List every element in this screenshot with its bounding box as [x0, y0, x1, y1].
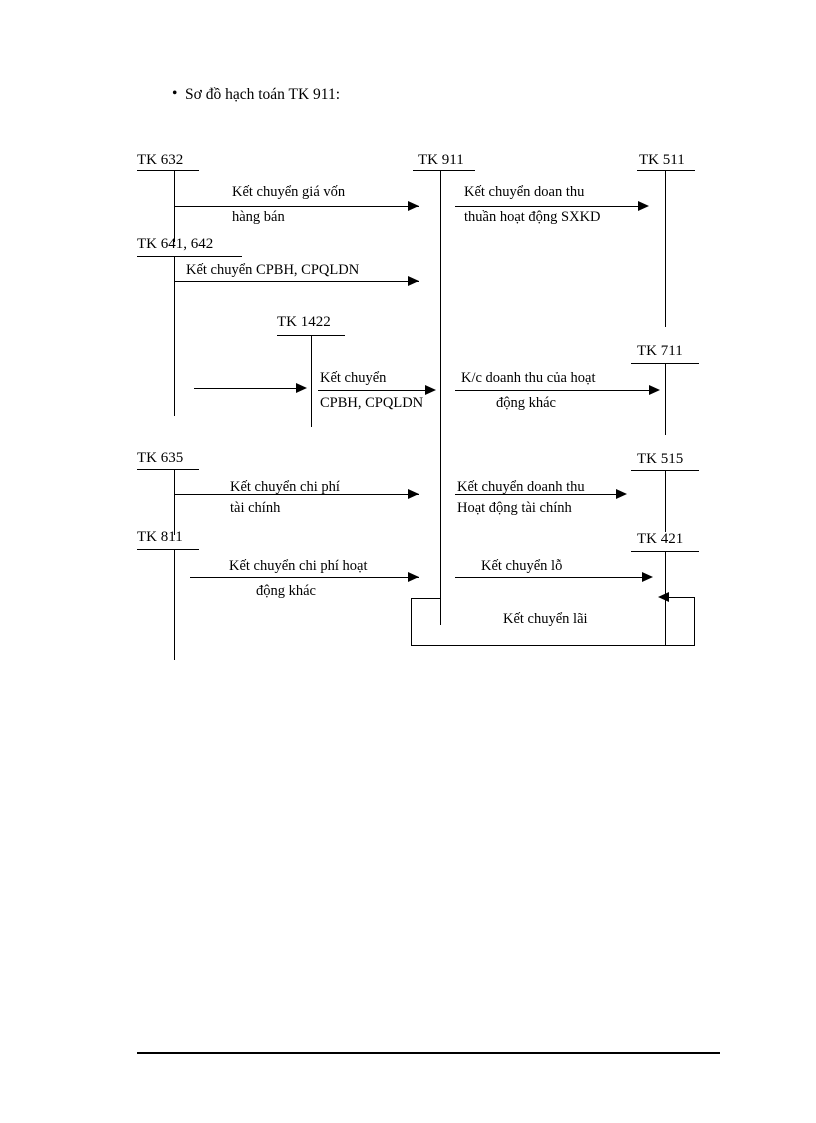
- flow-label-ket-chuyen-lai: Kết chuyển lãi: [503, 611, 588, 627]
- flow-line-kc-1422: [318, 390, 428, 391]
- account-label-tk641-642: TK 641, 642: [137, 236, 214, 252]
- flow-arrowhead-cpbh-cpqldn: [408, 276, 419, 286]
- flow-line-chi-phi-khac: [190, 577, 419, 578]
- account-axis-tk711: [665, 363, 666, 435]
- flow-line-ket-chuyen-lai-bottom: [411, 645, 695, 646]
- account-label-tk911: TK 911: [418, 152, 464, 168]
- account-axis-tk635: [174, 469, 175, 535]
- account-label-tk421: TK 421: [637, 531, 684, 547]
- account-label-tk511: TK 511: [639, 152, 685, 168]
- account-label-tk1422: TK 1422: [277, 314, 331, 330]
- flow-label-chi-phi-khac-line1: Kết chuyển chi phí hoạt: [229, 558, 368, 574]
- flow-line-gia-von: [174, 206, 419, 207]
- flow-line-ket-chuyen-lai-top-right: [668, 597, 695, 598]
- flow-label-kc-dt-khac-line2: động khác: [496, 395, 556, 411]
- flow-line-cpbh-cpqldn: [174, 281, 419, 282]
- flow-label-doanh-thu-sxkd-line1: Kết chuyển doan thu: [464, 184, 585, 200]
- account-axis-tk1422: [311, 335, 312, 427]
- flow-arrowhead-kc-1422: [425, 385, 436, 395]
- flow-line-kc-dt-khac: [455, 390, 655, 391]
- flow-label-doanh-thu-sxkd-line2: thuần hoạt động SXKD: [464, 209, 601, 225]
- flow-line-ket-chuyen-lai-top-left: [411, 598, 441, 599]
- flow-label-doanh-thu-tai-chinh-line1: Kết chuyển doanh thu: [457, 479, 585, 495]
- flow-line-doanh-thu-sxkd: [455, 206, 644, 207]
- flow-line-chi-phi-tai-chinh: [174, 494, 419, 495]
- flow-label-ket-chuyen-lo: Kết chuyển lỗ: [481, 558, 563, 574]
- flow-arrowhead-chi-phi-khac: [408, 572, 419, 582]
- flow-line-ket-chuyen-lo: [455, 577, 648, 578]
- account-rule-tk635: [137, 469, 199, 470]
- account-axis-tk911: [440, 170, 441, 625]
- account-label-tk632: TK 632: [137, 152, 184, 168]
- account-axis-tk641-642: [174, 256, 175, 416]
- flow-label-chi-phi-tai-chinh-line1: Kết chuyển chi phí: [230, 479, 340, 495]
- account-axis-tk811: [174, 549, 175, 660]
- account-label-tk711: TK 711: [637, 343, 683, 359]
- flow-label-doanh-thu-tai-chinh-line2: Hoạt động tài chính: [457, 500, 572, 516]
- footer-rule: [137, 1052, 720, 1054]
- flow-arrowhead-gia-von: [408, 201, 419, 211]
- account-label-tk515: TK 515: [637, 451, 684, 467]
- heading-bullet: •: [172, 85, 178, 102]
- flow-label-gia-von-line2: hàng bán: [232, 209, 285, 225]
- account-label-tk811: TK 811: [137, 529, 183, 545]
- account-rule-tk641-642: [137, 256, 242, 257]
- account-rule-tk632: [137, 170, 199, 171]
- flow-arrowhead-ket-chuyen-lai: [658, 592, 669, 602]
- account-axis-tk515: [665, 470, 666, 532]
- flow-line-doanh-thu-tai-chinh: [455, 494, 622, 495]
- flow-label-chi-phi-khac-line2: động khác: [256, 583, 316, 599]
- account-rule-tk511: [637, 170, 695, 171]
- flow-arrowhead-ket-chuyen-lo: [642, 572, 653, 582]
- account-axis-tk511: [665, 170, 666, 327]
- account-label-tk635: TK 635: [137, 450, 184, 466]
- flow-line-to-tk1422: [194, 388, 297, 389]
- flow-arrowhead-chi-phi-tai-chinh: [408, 489, 419, 499]
- account-rule-tk911: [413, 170, 475, 171]
- flow-label-kc-dt-khac-line1: K/c doanh thu của hoạt: [461, 370, 596, 386]
- flow-label-gia-von-line1: Kết chuyển giá vốn: [232, 184, 346, 200]
- account-rule-tk811: [137, 549, 199, 550]
- flow-line-ket-chuyen-lai-right-vertical: [694, 597, 695, 646]
- flow-label-chi-phi-tai-chinh-line2: tài chính: [230, 500, 281, 516]
- flow-label-cpbh-cpqldn: Kết chuyển CPBH, CPQLDN: [186, 262, 360, 278]
- flow-arrowhead-doanh-thu-tai-chinh: [616, 489, 627, 499]
- flow-arrowhead-to-tk1422: [296, 383, 307, 393]
- flow-label-kc-1422-line2: CPBH, CPQLDN: [320, 395, 424, 411]
- flow-line-ket-chuyen-lai-left-vertical: [411, 598, 412, 646]
- flow-arrowhead-doanh-thu-sxkd: [638, 201, 649, 211]
- page-title: Sơ đồ hạch toán TK 911:: [185, 86, 340, 103]
- flow-arrowhead-kc-dt-khac: [649, 385, 660, 395]
- flow-label-kc-1422-line1: Kết chuyển: [320, 370, 387, 386]
